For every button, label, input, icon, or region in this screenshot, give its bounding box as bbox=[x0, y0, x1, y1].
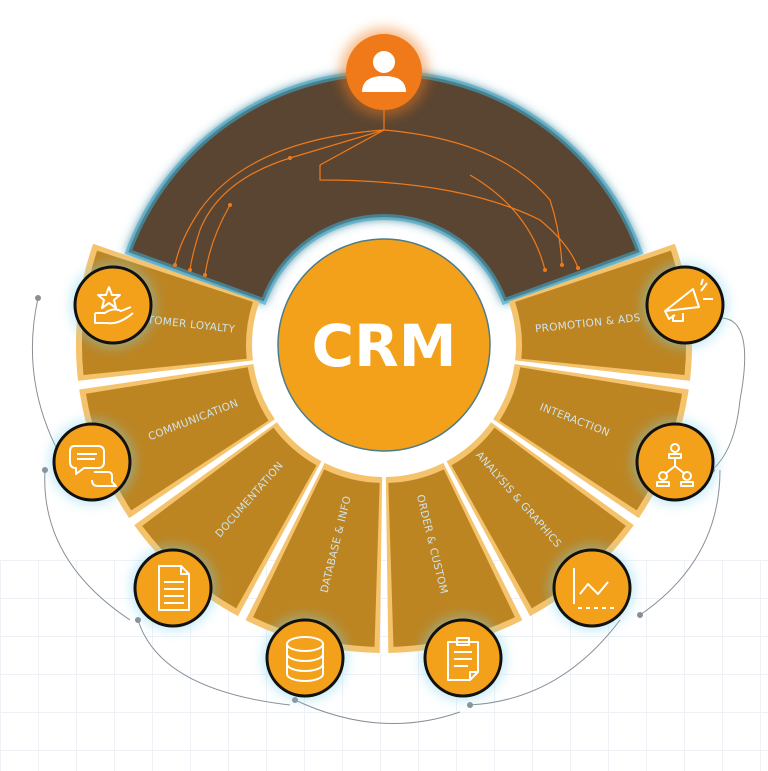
background-grid bbox=[0, 560, 768, 771]
user-icon-button[interactable] bbox=[340, 28, 428, 116]
crm-title: CRM bbox=[312, 312, 457, 380]
network-people-icon bbox=[656, 443, 694, 487]
star-hand-button[interactable] bbox=[71, 263, 155, 347]
connector-arrows bbox=[31, 295, 746, 725]
line-chart-button[interactable] bbox=[550, 546, 634, 630]
crm-center-circle[interactable] bbox=[277, 238, 491, 452]
chat-bubbles-button[interactable] bbox=[50, 420, 134, 504]
star-hand-icon bbox=[94, 286, 134, 325]
document-button[interactable] bbox=[131, 546, 215, 630]
chat-bubbles-icon bbox=[69, 445, 117, 487]
segment-promotion-ads[interactable]: PROMOTION & ADS bbox=[508, 243, 692, 381]
user-icon bbox=[362, 51, 406, 92]
megaphone-icon bbox=[664, 278, 713, 322]
top-dark-arc bbox=[124, 70, 644, 306]
database-button[interactable] bbox=[263, 616, 347, 700]
segment-database-info[interactable]: DATABASE & INFO bbox=[245, 462, 383, 653]
network-people-button[interactable] bbox=[633, 420, 717, 504]
line-chart-icon bbox=[573, 568, 614, 609]
clipboard-icon bbox=[447, 637, 479, 681]
clipboard-button[interactable] bbox=[421, 616, 505, 700]
database-icon bbox=[286, 636, 324, 682]
megaphone-button[interactable] bbox=[643, 263, 727, 347]
document-icon bbox=[158, 565, 190, 611]
segment-order-custom[interactable]: ORDER & CUSTOM bbox=[385, 462, 523, 653]
